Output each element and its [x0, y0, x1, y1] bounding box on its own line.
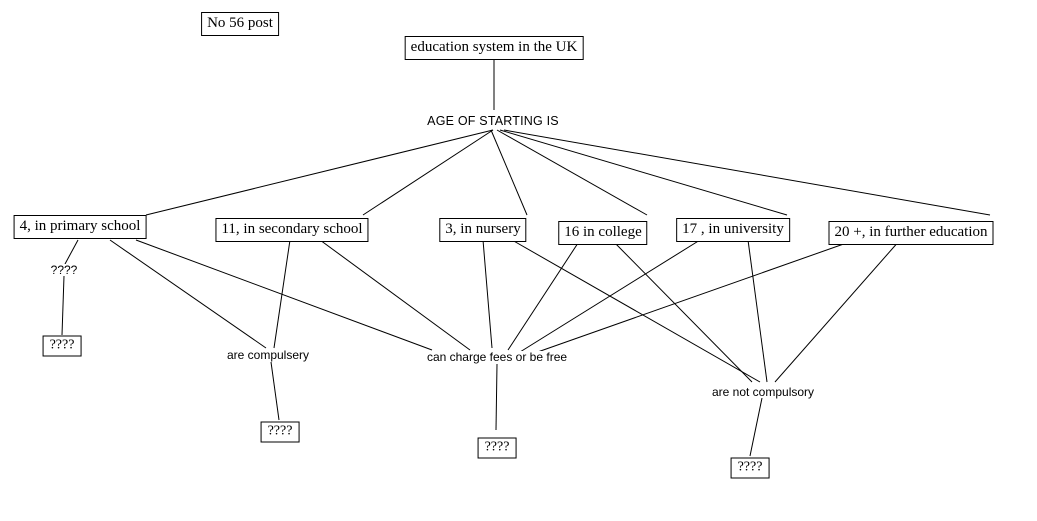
property-label-can-charge-fees: can charge fees or be free	[424, 350, 570, 364]
edge-nursery-to-not-compulsory	[511, 239, 761, 383]
age-box-college[interactable]: 16 in college	[558, 221, 648, 245]
edge-hub-to-further	[503, 129, 991, 216]
property-label-unknown-primary: ????	[48, 263, 80, 277]
edge-secondary-to-fees	[319, 239, 471, 351]
age-box-university[interactable]: 17 , in university	[676, 218, 790, 242]
root-box-education-system[interactable]: education system in the UK	[404, 36, 584, 60]
edge-college-to-fees	[507, 239, 581, 351]
edge-nursery-to-fees	[482, 239, 493, 349]
edge-university-to-fees	[519, 239, 701, 353]
age-box-further-education[interactable]: 20 +, in further education	[828, 221, 994, 245]
edge-secondary-to-compulsery	[273, 239, 291, 349]
edge-compulsery-to-leaf2	[270, 361, 280, 421]
edge-university-to-not-compulsory	[747, 239, 768, 383]
edge-further-to-not-compulsory	[774, 239, 901, 383]
edge-hub-to-secondary	[362, 129, 494, 216]
leaf-box-unknown-3[interactable]: ????	[477, 437, 517, 459]
age-box-nursery[interactable]: 3, in nursery	[439, 218, 527, 242]
edge-further-to-fees	[531, 239, 856, 355]
edge-primary-to-q1	[64, 239, 79, 265]
leaf-box-unknown-2[interactable]: ????	[260, 421, 300, 443]
property-label-are-not-compulsory: are not compulsory	[709, 385, 817, 399]
property-label-are-compulsery: are compulsery	[224, 348, 312, 362]
edge-hub-to-nursery	[490, 129, 528, 216]
edge-q1-to-leaf1	[61, 275, 65, 336]
age-box-primary-school[interactable]: 4, in primary school	[13, 215, 147, 239]
edge-hub-to-university	[499, 129, 788, 216]
edge-hub-to-college	[496, 129, 648, 216]
edge-fees-to-leaf3	[495, 363, 498, 431]
age-box-secondary-school[interactable]: 11, in secondary school	[215, 218, 369, 242]
edge-college-to-not-compulsory	[611, 239, 753, 383]
leaf-box-unknown-4[interactable]: ????	[730, 457, 770, 479]
hub-label-age-of-starting: AGE OF STARTING IS	[425, 113, 561, 128]
edge-not-compulsory-to-leaf4	[749, 397, 763, 457]
note-box-no-56-post[interactable]: No 56 post	[201, 12, 279, 36]
edge-primary-to-compulsery	[109, 239, 267, 349]
edge-primary-to-fees	[135, 239, 433, 351]
edge-hub-to-primary	[145, 129, 494, 216]
leaf-box-unknown-1[interactable]: ????	[42, 335, 82, 357]
